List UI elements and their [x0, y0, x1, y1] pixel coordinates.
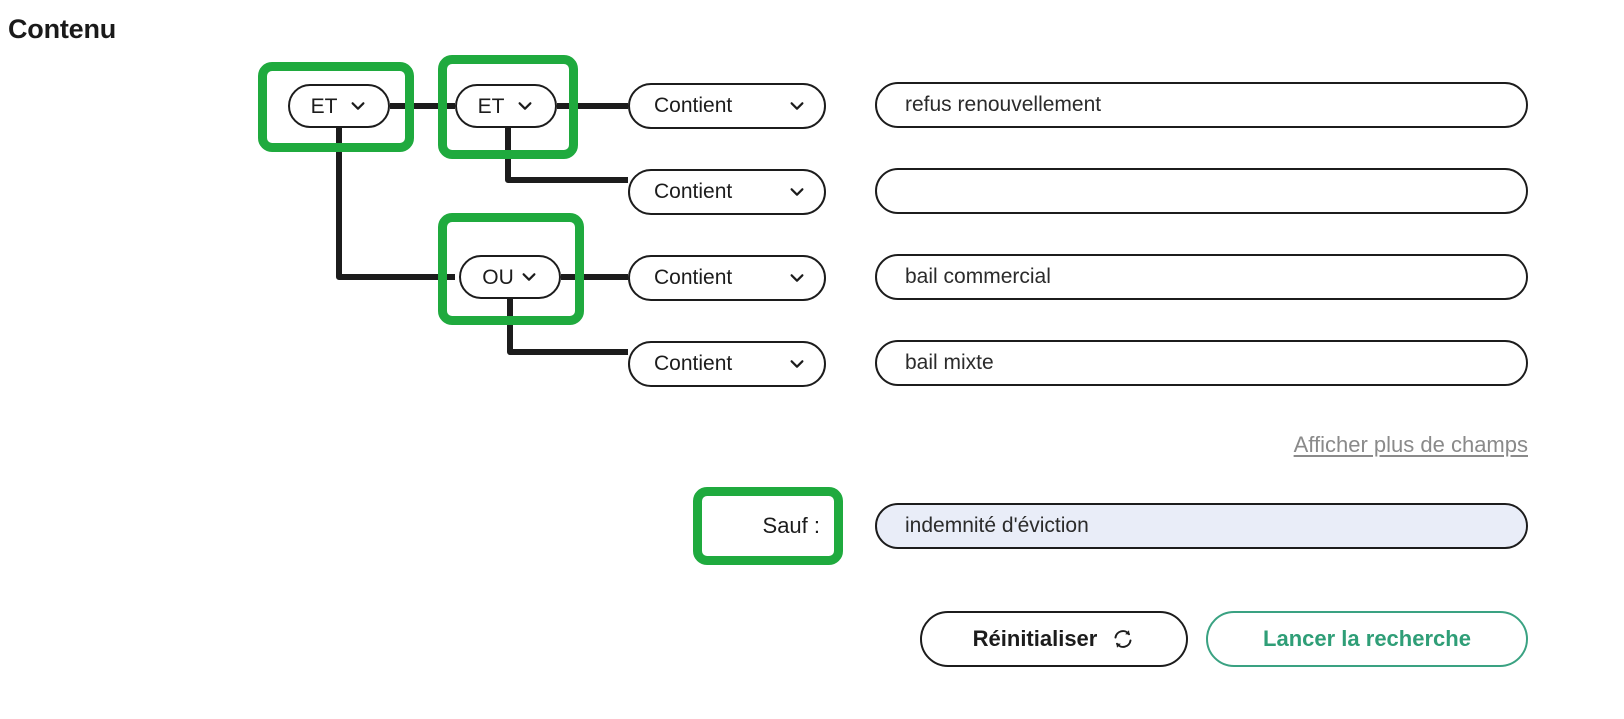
edge-and-to-cond2 — [505, 128, 628, 183]
exclude-label: Sauf : — [762, 513, 820, 538]
condition-operator-3[interactable]: Contient — [628, 255, 826, 301]
chevron-down-icon — [788, 355, 806, 373]
condition-operator-label: Contient — [654, 352, 733, 375]
chevron-down-icon — [516, 97, 534, 115]
operator-label: OU — [482, 265, 514, 289]
condition-operator-label: Contient — [654, 180, 733, 203]
reset-button[interactable]: Réinitialiser — [920, 611, 1188, 667]
condition-operator-2[interactable]: Contient — [628, 169, 826, 215]
exclude-value-input[interactable] — [875, 503, 1528, 549]
page-title: Contenu — [8, 14, 117, 44]
condition-operator-label: Contient — [654, 94, 733, 117]
operator-label: ET — [310, 94, 338, 118]
chevron-down-icon — [520, 268, 538, 286]
operator-pill-root[interactable]: ET — [288, 84, 390, 128]
condition-value-input-4[interactable] — [875, 340, 1528, 386]
search-button[interactable]: Lancer la recherche — [1206, 611, 1528, 667]
operator-pill-group-or[interactable]: OU — [459, 255, 561, 299]
chevron-down-icon — [349, 97, 367, 115]
show-more-fields-link[interactable]: Afficher plus de champs — [1293, 432, 1528, 457]
condition-operator-1[interactable]: Contient — [628, 83, 826, 129]
condition-operator-label: Contient — [654, 266, 733, 289]
operator-pill-group-and[interactable]: ET — [455, 84, 557, 128]
search-button-label: Lancer la recherche — [1263, 626, 1471, 651]
chevron-down-icon — [788, 269, 806, 287]
condition-value-input-1[interactable] — [875, 82, 1528, 128]
edge-or-to-cond4 — [507, 299, 628, 355]
refresh-icon — [1111, 627, 1135, 651]
condition-operator-4[interactable]: Contient — [628, 341, 826, 387]
reset-button-label: Réinitialiser — [972, 626, 1098, 651]
edge-root-to-or — [336, 127, 455, 280]
operator-label: ET — [477, 94, 505, 118]
chevron-down-icon — [788, 97, 806, 115]
condition-value-input-2[interactable] — [875, 168, 1528, 214]
chevron-down-icon — [788, 183, 806, 201]
condition-value-input-3[interactable] — [875, 254, 1528, 300]
